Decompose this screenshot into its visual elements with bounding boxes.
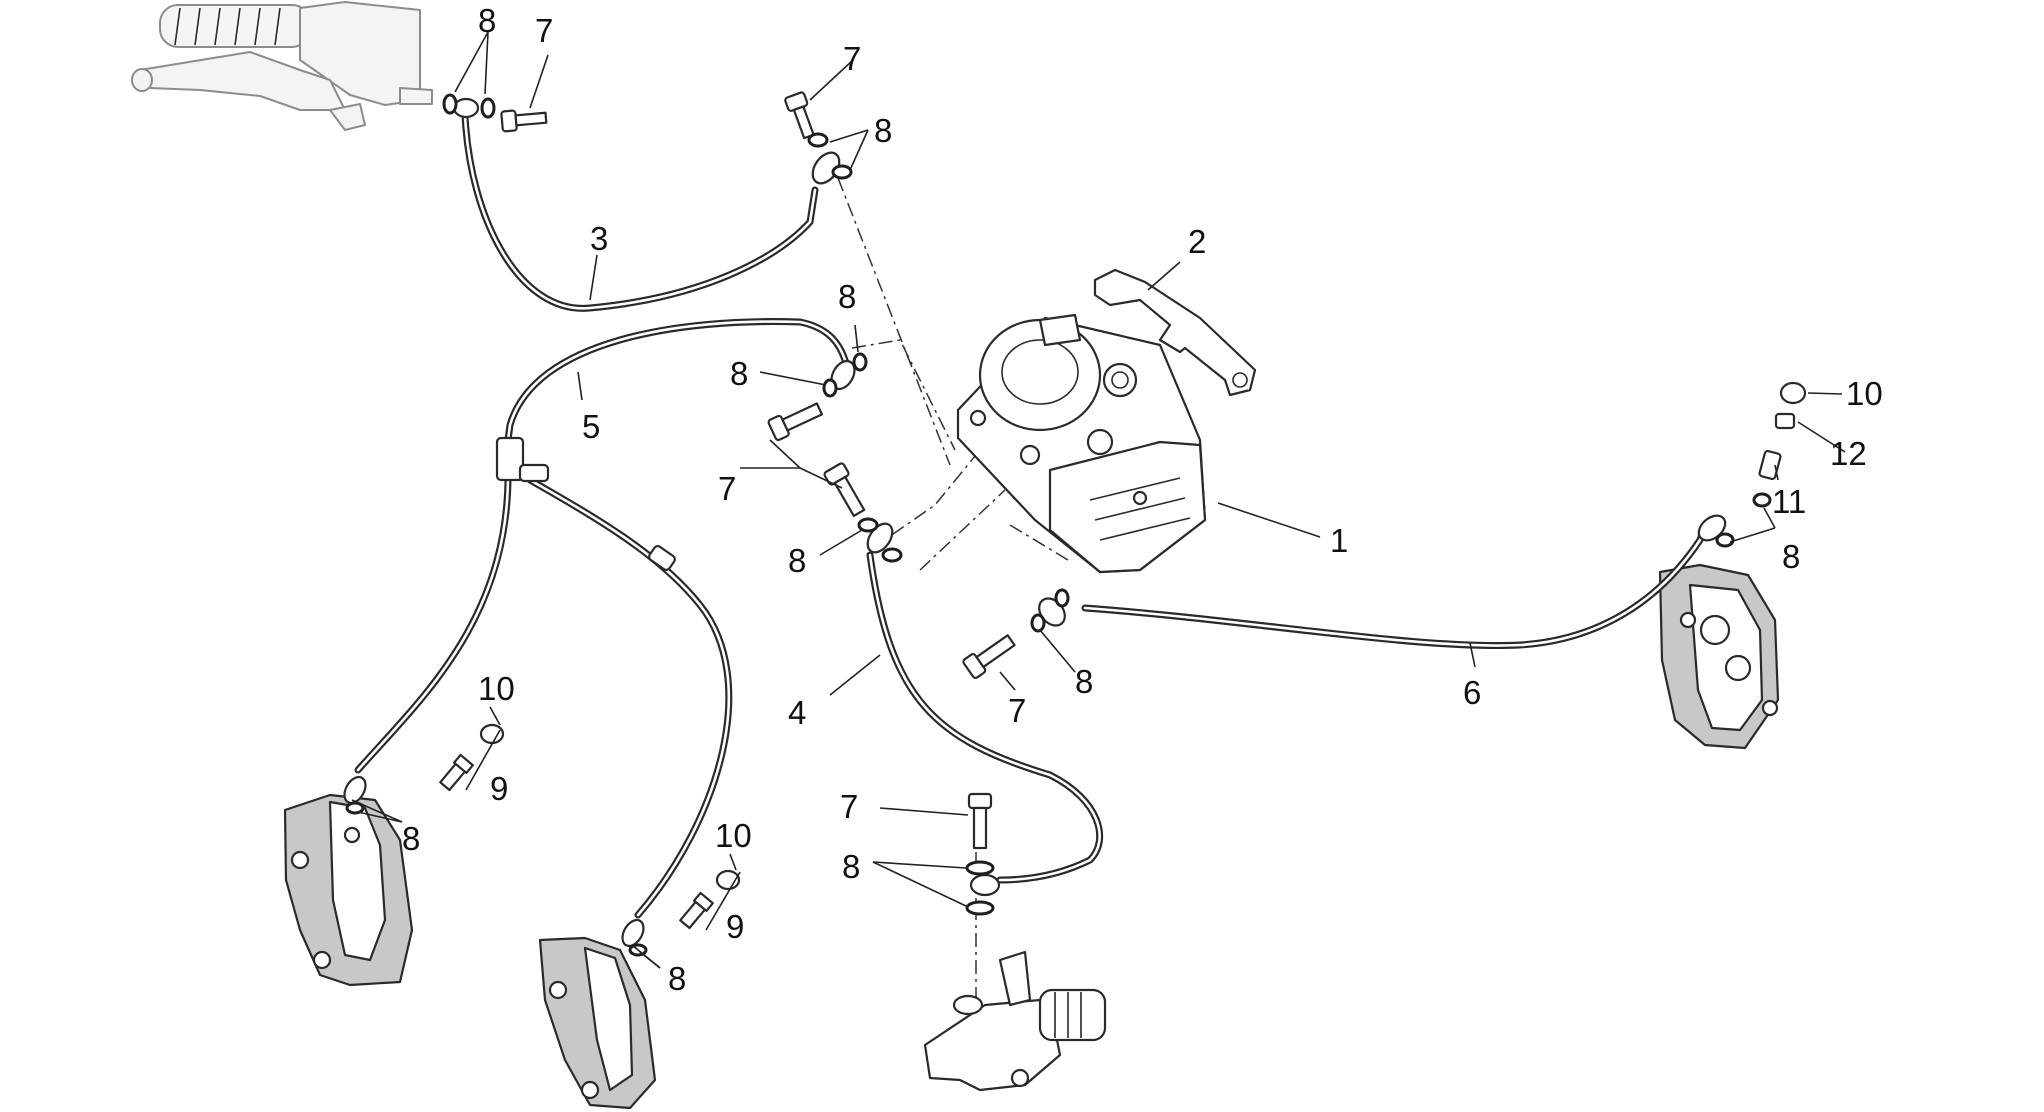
callout-3: 3 — [590, 220, 608, 257]
callout-labels: 1 2 3 4 5 6 7 7 7 7 7 8 8 8 8 8 8 8 8 8 … — [402, 2, 1883, 997]
callout-7-abs-front: 7 — [718, 470, 736, 507]
banjo-bolts — [500, 91, 1016, 850]
brake-hose-5 — [354, 318, 849, 919]
callout-7-rear-master: 7 — [840, 788, 858, 825]
rear-brake-master-cylinder — [923, 950, 1107, 1092]
callout-8-abs-front-mid: 8 — [730, 355, 748, 392]
brake-hose-6 — [1081, 521, 1709, 650]
callout-4: 4 — [788, 694, 806, 731]
callout-6: 6 — [1463, 674, 1481, 711]
callout-9-left: 9 — [490, 770, 508, 807]
callout-5: 5 — [582, 408, 600, 445]
callout-8-abs-front-upper: 8 — [838, 278, 856, 315]
bleeder-screws — [439, 381, 1807, 930]
callout-8-rear-caliper: 8 — [1782, 538, 1800, 575]
callout-8-front-right-caliper: 8 — [668, 960, 686, 997]
callout-8-abs-rear: 8 — [1075, 663, 1093, 700]
callout-10-left: 10 — [478, 670, 515, 707]
brake-hose-4 — [866, 551, 1104, 884]
callout-7-handlebar: 7 — [535, 12, 553, 49]
abs-modulator-unit — [956, 313, 1207, 574]
callout-8-abs-front-lower: 8 — [788, 542, 806, 579]
callout-8-rear-master: 8 — [842, 848, 860, 885]
callout-8-abs-top: 8 — [874, 112, 892, 149]
callout-8-front-left-caliper: 8 — [402, 820, 420, 857]
abs-mounting-bracket — [1093, 268, 1257, 397]
callout-12: 12 — [1830, 435, 1867, 472]
leader-lines — [351, 31, 1846, 969]
callout-11: 11 — [1772, 483, 1806, 520]
front-brake-master-cylinder — [131, 1, 433, 131]
callout-7-abs-rear: 7 — [1008, 692, 1026, 729]
callout-1: 1 — [1330, 522, 1348, 559]
callout-8-handlebar: 8 — [478, 2, 496, 39]
banjo-fittings — [343, 97, 1727, 948]
rear-brake-caliper — [1658, 563, 1780, 750]
front-right-brake-caliper — [538, 936, 657, 1110]
callout-9-right: 9 — [726, 908, 744, 945]
callout-10-rear: 10 — [1846, 375, 1883, 412]
callout-7-abs-top: 7 — [843, 40, 861, 77]
callout-2: 2 — [1188, 223, 1206, 260]
front-left-brake-caliper — [283, 793, 414, 987]
brake-hose-3 — [461, 111, 819, 312]
callout-10-right: 10 — [715, 817, 752, 854]
